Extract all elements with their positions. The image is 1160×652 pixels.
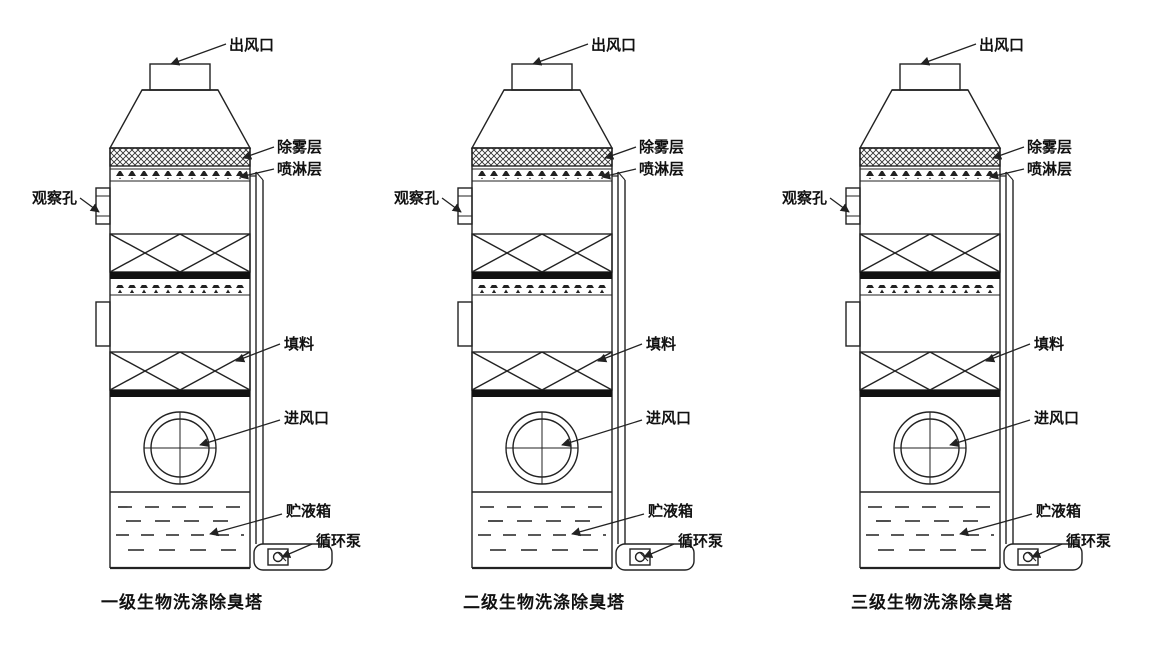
tower-stage-1: 一级生物洗涤除臭塔 [30,0,410,613]
tower-stage-2: 二级生物洗涤除臭塔 [392,0,772,613]
tower-2-caption: 二级生物洗涤除臭塔 [463,592,625,613]
tower-stage-3: 三级生物洗涤除臭塔 [780,0,1160,613]
tower-1-caption: 一级生物洗涤除臭塔 [101,592,263,613]
tower-3-caption: 三级生物洗涤除臭塔 [851,592,1013,613]
